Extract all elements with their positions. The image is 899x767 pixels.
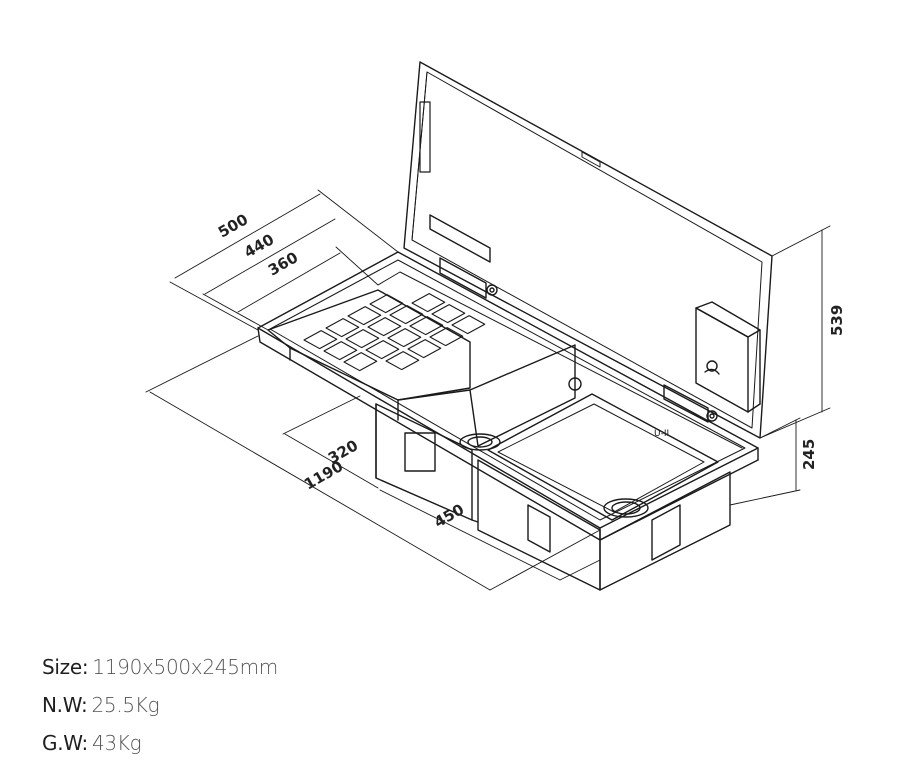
drain-grid-square [325,318,360,338]
sink-rim [257,251,759,541]
drain-grid-square [429,327,464,347]
drain-grid-square [347,306,382,326]
lid [403,61,773,439]
drain-grid-square [365,340,400,360]
drain-grid [303,293,486,372]
left-bowl [397,344,576,451]
spec-key: G.W: [42,731,88,755]
drain-grid-square [369,294,404,314]
drain-board [267,289,471,401]
drain-grid-square [303,330,338,350]
hinge-left [439,257,498,299]
dim-label-1190: 1190 [301,457,346,493]
lid-control-box [695,301,761,413]
spec-list: Size:1190x500x245mm N.W:25.5Kg G.W:43Kg [42,648,278,762]
sink-technical-drawing: U-II [145,61,846,591]
drain-grid-square [345,329,380,349]
spec-value: 43Kg [92,731,142,755]
drain-grid-square [323,341,358,361]
bowl-bodies [375,403,731,591]
drain-grid-square [451,315,486,335]
svg-text:U-II: U-II [654,429,669,439]
spec-key: N.W: [42,693,88,717]
right-bowl: U-II [487,393,719,521]
drain-grid-square [387,328,422,348]
drain-grid-square [385,351,420,371]
dimension-lines [145,189,831,591]
drain-grid-square [367,317,402,337]
spec-value: 25.5Kg [91,693,160,717]
dim-label-539: 539 [828,305,846,336]
drain-grid-square [407,339,442,359]
spec-key: Size: [42,655,89,679]
drain-grid-square [431,304,466,324]
spec-row-gross-weight: G.W:43Kg [42,724,278,762]
drain-grid-square [389,305,424,325]
drain-grid-square [343,352,378,372]
spec-row-net-weight: N.W:25.5Kg [42,686,278,724]
drain-grid-square [411,293,446,313]
drain-grid-square [409,316,444,336]
spec-value: 1190x500x245mm [92,655,278,679]
dim-label-440: 440 [241,230,277,261]
hinge-right [663,384,718,423]
spec-row-size: Size:1190x500x245mm [42,648,278,686]
dim-label-245: 245 [800,439,818,470]
dim-label-360: 360 [265,248,301,279]
